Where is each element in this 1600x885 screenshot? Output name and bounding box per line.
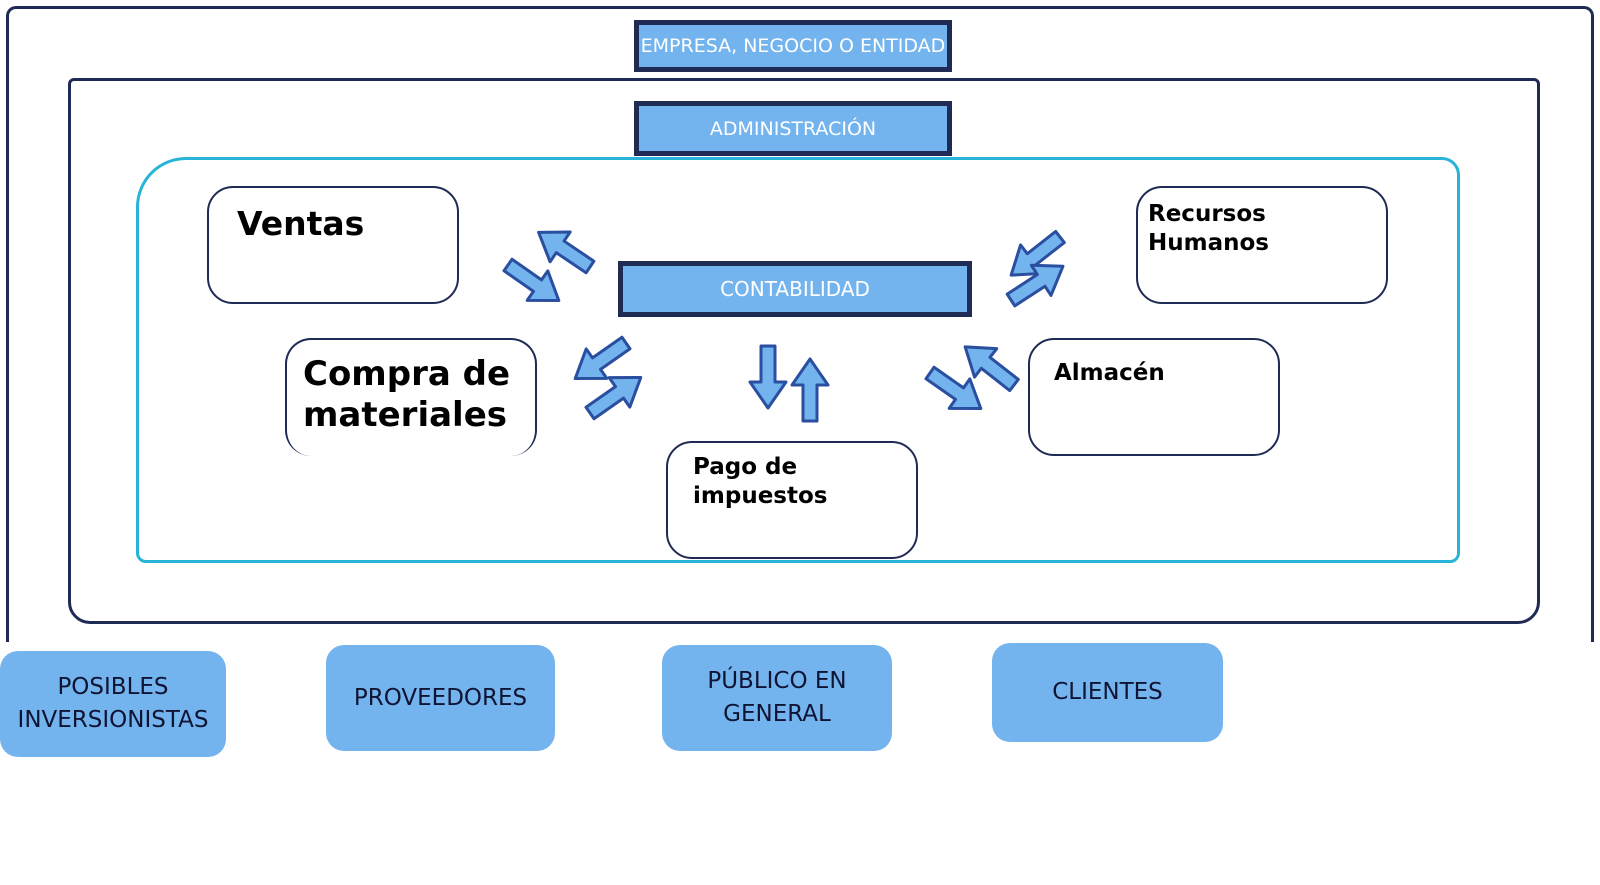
- almacen-label: Almacén: [1054, 360, 1165, 386]
- rrhh-label-line2: Humanos: [1148, 230, 1269, 256]
- posibles-label-line2: INVERSIONISTAS: [17, 707, 209, 733]
- proveedores-label: PROVEEDORES: [353, 684, 528, 711]
- contabilidad-banner: CONTABILIDAD: [618, 261, 972, 317]
- ventas-label: Ventas: [237, 204, 365, 243]
- compra-materiales-box: Compra de materiales: [285, 338, 537, 456]
- pago-impuestos-box: Pago de impuestos: [666, 441, 918, 559]
- posibles-label-line1: POSIBLES: [57, 674, 169, 700]
- clientes-box: CLIENTES: [992, 643, 1223, 742]
- almacen-box: Almacén: [1028, 338, 1280, 456]
- arrow-contabilidad-to-pago: [748, 344, 788, 410]
- arrow-pago-to-contabilidad: [790, 357, 830, 423]
- contabilidad-area-frame: [136, 157, 1460, 563]
- publico-general-box: PÚBLICO EN GENERAL: [662, 645, 892, 751]
- publico-label-line1: PÚBLICO EN: [707, 668, 847, 694]
- empresa-banner: EMPRESA, NEGOCIO O ENTIDAD: [634, 20, 952, 72]
- pago-label-line2: impuestos: [693, 483, 828, 509]
- administracion-frame: [68, 78, 1540, 624]
- clientes-label: CLIENTES: [1052, 679, 1163, 705]
- pago-label-line1: Pago de: [693, 454, 798, 480]
- arrow-ventas-to-contabilidad: [496, 248, 571, 317]
- empresa-frame: [6, 6, 1594, 642]
- posibles-inversionistas-box: POSIBLES INVERSIONISTAS: [0, 651, 226, 757]
- recursos-humanos-box: Recursos Humanos: [1136, 186, 1388, 304]
- rrhh-label-line1: Recursos: [1148, 201, 1266, 227]
- compra-label-line1: Compra de: [303, 354, 511, 394]
- publico-label-line2: GENERAL: [723, 701, 831, 727]
- ventas-box: Ventas: [207, 186, 459, 304]
- arrow-contabilidad-to-ventas: [527, 215, 602, 284]
- proveedores-box: PROVEEDORES: [326, 645, 555, 751]
- administracion-banner: ADMINISTRACIÓN: [634, 101, 952, 156]
- compra-label-line2: materiales: [303, 395, 507, 435]
